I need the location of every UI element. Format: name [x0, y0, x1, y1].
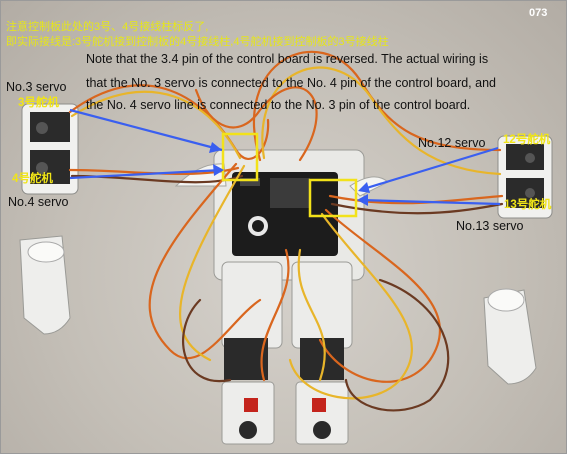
label-no3-servo: No.3 servo: [6, 80, 67, 94]
english-note-line-3: the No. 4 servo line is connected to the…: [86, 98, 471, 112]
chinese-note-line-1: 注意控制板此处的3号、4号接线柱标反了,: [6, 21, 209, 33]
left-servo-body: [21, 103, 79, 195]
chinese-note-line-2: 即实际接线是:3号舵机接到控制板的4号接线柱,4号舵机接到控制板的3号接线柱: [6, 36, 389, 48]
label-no4-servo-cn: 4号舵机: [12, 173, 53, 185]
left-arm-part: [19, 235, 71, 335]
label-no12-servo: No.12 servo: [418, 136, 486, 150]
label-no13-servo: No.13 servo: [456, 219, 524, 233]
pin-highlight-box-right: [308, 178, 358, 218]
english-note-line-2: that the No. 3 servo is connected to the…: [86, 76, 496, 90]
right-servo-body: [497, 135, 553, 219]
control-board: [232, 172, 338, 256]
image-code: 073: [529, 7, 548, 19]
label-no13-servo-cn: 13号舵机: [504, 199, 552, 211]
pin-highlight-box-left: [221, 132, 259, 182]
robot-legs: [221, 261, 353, 445]
right-arm-part: [483, 288, 537, 385]
arrow-no13-to-pin: [357, 194, 501, 206]
english-note-line-1: Note that the 3.4 pin of the control boa…: [86, 52, 489, 66]
arrow-no3-to-pin: [69, 108, 223, 153]
arrow-no12-to-pin: [358, 146, 499, 193]
arrow-no4-to-pin: [69, 164, 224, 180]
label-no3-servo-cn: 3号舵机: [18, 97, 59, 109]
label-no4-servo: No.4 servo: [8, 195, 69, 209]
label-no12-servo-cn: 12号舵机: [503, 134, 551, 146]
